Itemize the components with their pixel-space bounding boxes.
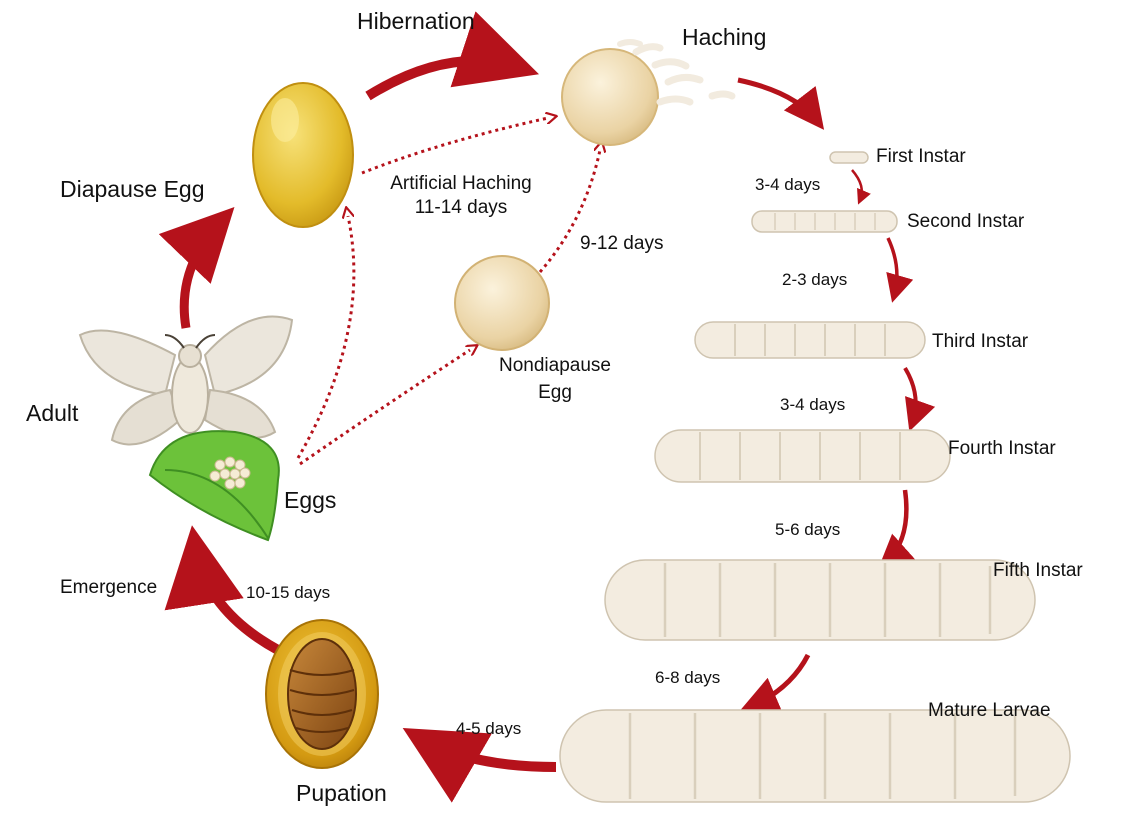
third-to-fourth-arrow (903, 366, 936, 432)
hatching-label: Haching (682, 24, 767, 50)
emergence-days-label: 10-15 days (246, 583, 331, 602)
second-instar-label: Second Instar (907, 211, 1025, 232)
emergence-label: Emergence (60, 577, 158, 598)
eggs-to-nondiapause-arrow (299, 350, 470, 466)
larva-third-instar (694, 321, 926, 359)
second-instar-days: 2-3 days (782, 270, 848, 289)
pupation-arrow (402, 727, 557, 803)
fifth-instar-label: Fifth Instar (993, 560, 1083, 581)
mature-larvae-label: Mature Larvae (928, 700, 1051, 721)
pupation-days-label: 4-5 days (456, 719, 522, 738)
eggs-label: Eggs (284, 487, 337, 513)
hibernation-label: Hibernation (357, 8, 475, 34)
hibernation-arrow (365, 11, 540, 101)
adult-to-diapause-arrow (158, 206, 235, 329)
fourth-instar-label: Fourth Instar (948, 438, 1056, 459)
larva-mature (559, 709, 1071, 803)
artificial-hatching-days: 11-14 days (414, 197, 508, 218)
first-instar-days: 3-4 days (755, 175, 821, 194)
fifth-to-mature-arrow (738, 653, 811, 715)
larva-fourth-instar (654, 429, 951, 483)
first-to-second-arrow (851, 169, 871, 205)
adult-moth (78, 315, 294, 446)
larva-fifth-instar (604, 559, 1036, 641)
artificial-hatching-label: Artificial Haching (390, 173, 532, 194)
diapause-egg (252, 82, 354, 228)
nondiapause-egg-label-line1: Nondiapause (499, 355, 611, 376)
nondiapause-egg (454, 255, 550, 351)
adult-label: Adult (26, 400, 79, 426)
larva-first-instar (829, 151, 869, 164)
nondiapause-to-hatching-arrow (538, 150, 600, 273)
first-instar-label: First Instar (876, 146, 966, 167)
second-to-third-arrow (886, 237, 914, 303)
hatching-arrow (737, 77, 825, 130)
pupation-label: Pupation (296, 780, 387, 806)
third-instar-label: Third Instar (932, 331, 1029, 352)
fifth-instar-days: 6-8 days (655, 668, 721, 687)
third-instar-days: 3-4 days (780, 395, 846, 414)
emergence-arrow (164, 525, 281, 655)
eggs-to-diapause-arrow (296, 216, 356, 459)
larva-second-instar (751, 210, 898, 233)
fourth-instar-days: 5-6 days (775, 520, 841, 539)
diapause-egg-label: Diapause Egg (60, 176, 205, 202)
nondiapause-days-label: 9-12 days (580, 233, 664, 254)
nondiapause-egg-label-line2: Egg (538, 382, 572, 403)
artificial-hatching-arrow (361, 118, 548, 175)
fourth-to-fifth-arrow (877, 489, 917, 571)
cocoon-pupa (265, 619, 379, 769)
leaf-with-eggs (148, 430, 280, 542)
hatching-egg (561, 39, 736, 146)
